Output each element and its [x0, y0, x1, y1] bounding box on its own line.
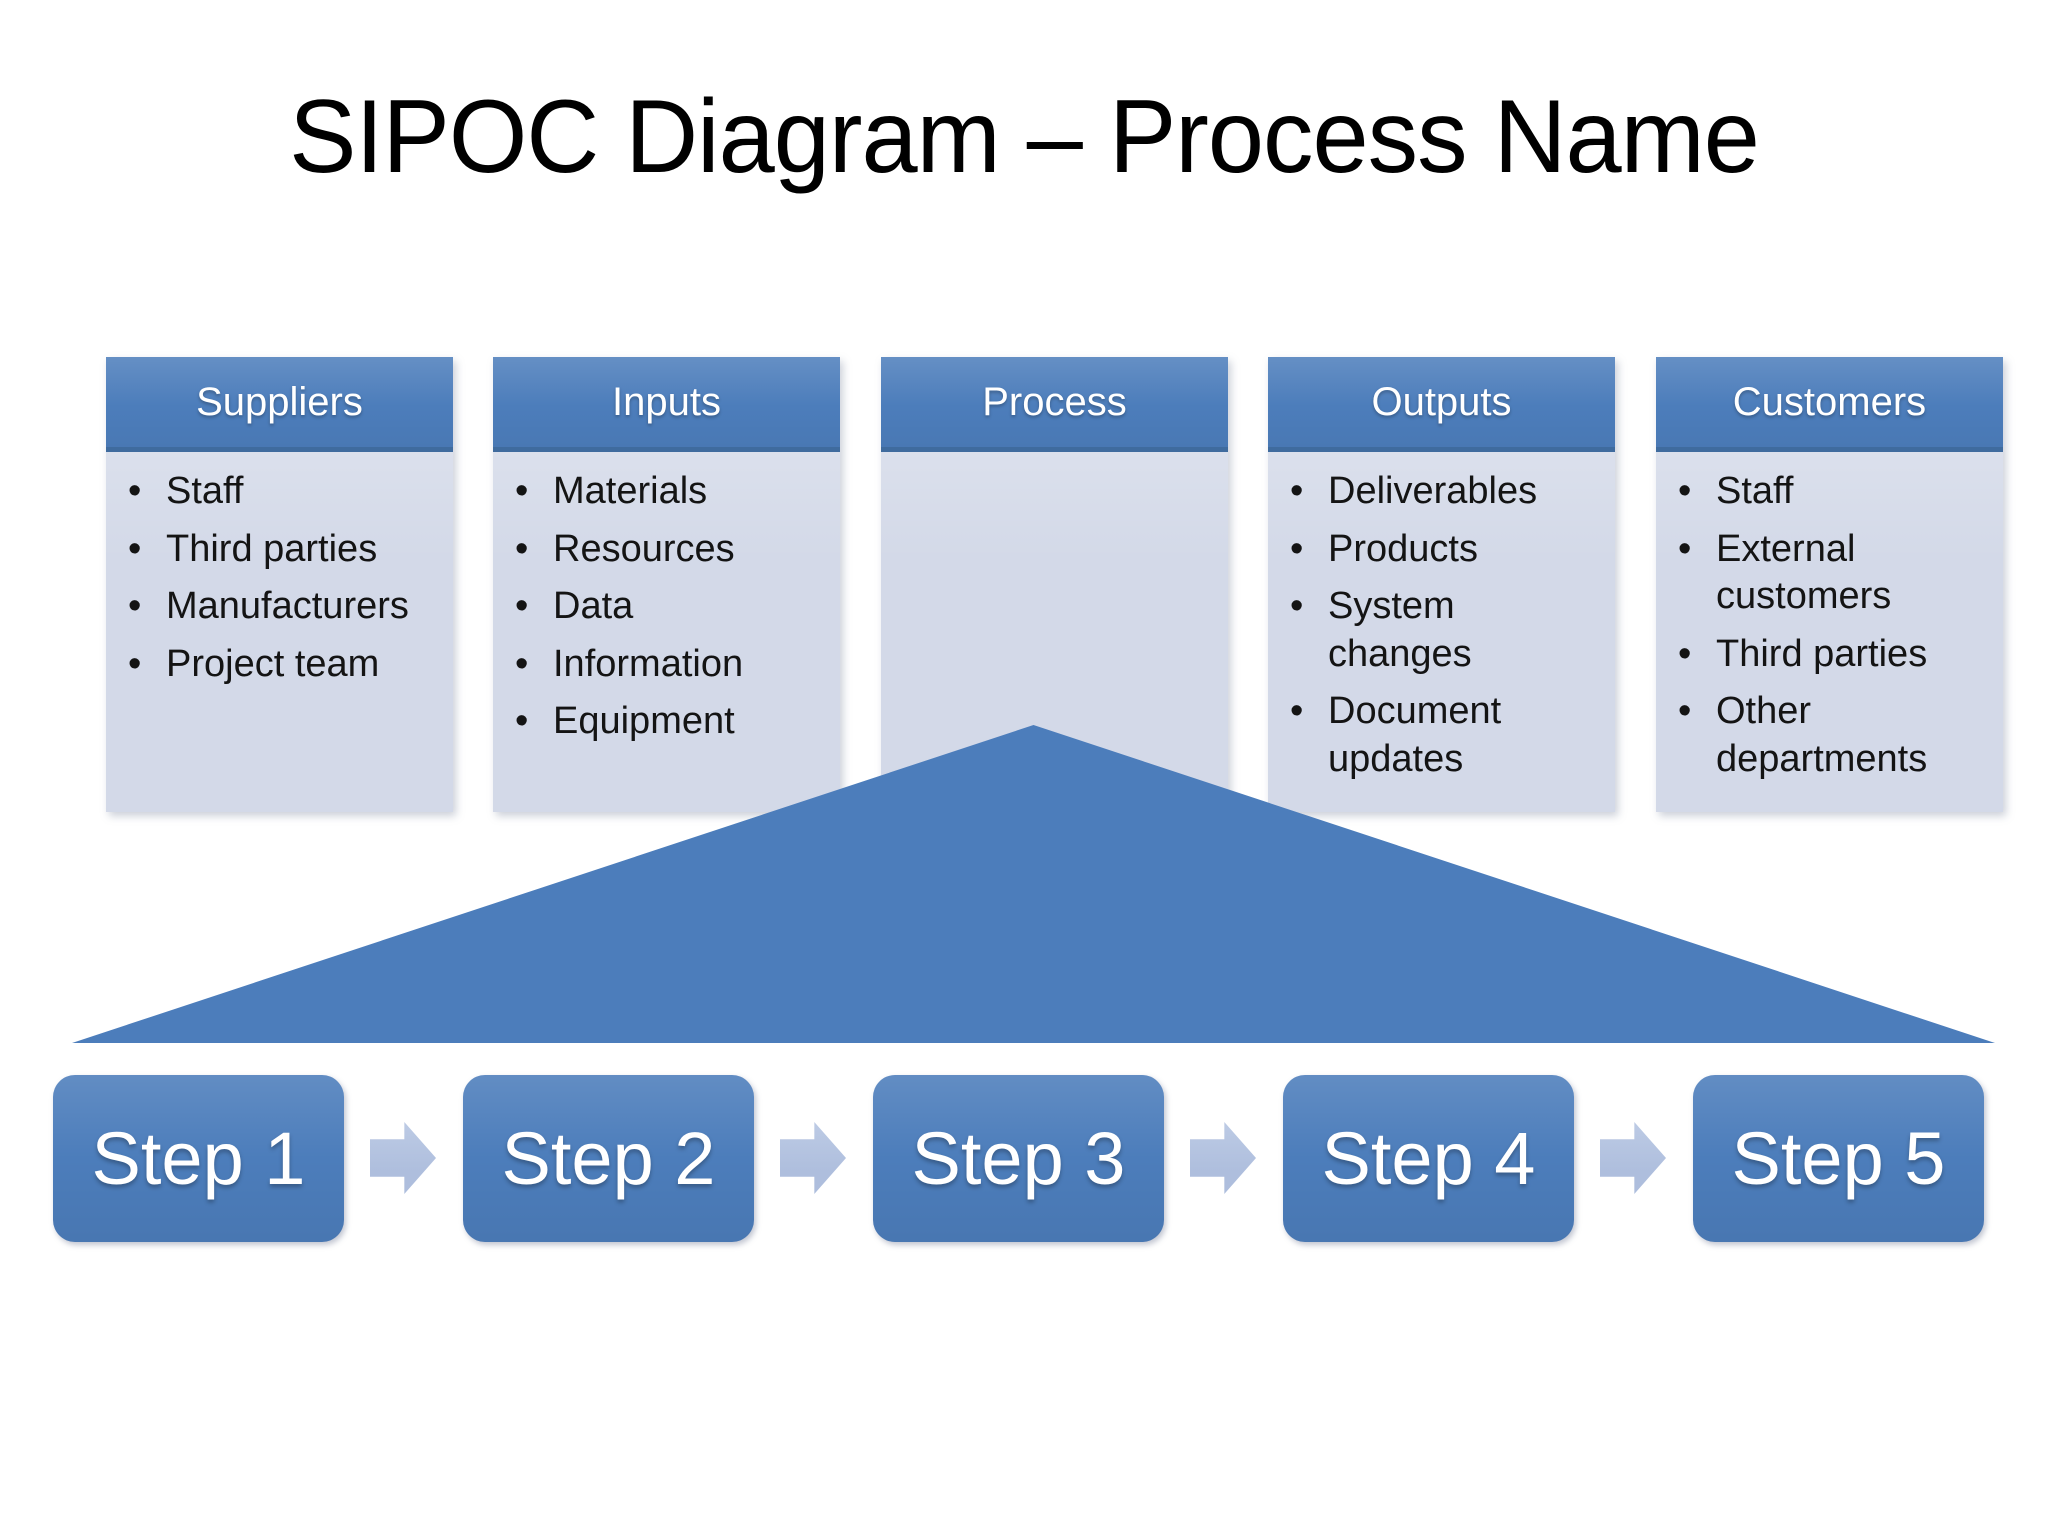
list-item: • External customers [1678, 526, 1987, 621]
list-item-text: Equipment [553, 700, 735, 742]
step-5-box: Step 5 [1693, 1075, 1984, 1242]
list-item-text: Information [553, 642, 744, 685]
arrow-right-icon [370, 1122, 436, 1194]
bullet-icon: • [515, 700, 529, 742]
list-item-text: Project team [166, 642, 380, 685]
list-item-text: External customers [1716, 527, 1892, 618]
list-item: • Resources [515, 526, 824, 574]
column-body: • Materials • Resources • Data • Information • Eq… [493, 452, 840, 812]
column-header: Suppliers [106, 357, 453, 452]
list-item: • Other departments [1678, 688, 1987, 783]
column-inputs: Inputs • Materials • Resources • Data • Informa… [493, 357, 840, 812]
bullet-icon: • [1290, 585, 1304, 627]
list-item-text: Document updates [1328, 690, 1502, 780]
bullet-icon: • [128, 642, 142, 685]
list-item-text: Materials [553, 470, 708, 512]
step-2-box: Step 2 [463, 1075, 754, 1242]
step-4-box: Step 4 [1283, 1075, 1574, 1242]
list-item-text: Third parties [1716, 632, 1928, 675]
column-header-label: Outputs [1371, 379, 1512, 424]
column-header: Customers [1656, 357, 2003, 452]
bullet-icon: • [128, 527, 142, 570]
column-item-list: • Materials • Resources • Data • Information • Eq… [515, 468, 824, 746]
arrow-right-icon [780, 1122, 846, 1194]
column-header: Inputs [493, 357, 840, 452]
list-item: • Staff [1678, 468, 1987, 516]
list-item-text: Staff [1716, 470, 1794, 512]
column-body: • Staff • Third parties • Manufacturers • Proje… [106, 452, 453, 812]
arrow-right-icon [1600, 1122, 1666, 1194]
step-1-box: Step 1 [53, 1075, 344, 1242]
bullet-icon: • [1290, 527, 1304, 570]
list-item-text: Other departments [1716, 690, 1928, 780]
bullet-icon: • [1678, 690, 1692, 732]
list-item-text: Products [1328, 527, 1478, 570]
column-header-label: Inputs [612, 379, 721, 424]
list-item-text: Third parties [166, 527, 378, 570]
list-item: • Manufacturers [128, 583, 437, 631]
list-item: • Staff [128, 468, 437, 516]
step-3-box: Step 3 [873, 1075, 1164, 1242]
bullet-icon: • [1290, 470, 1304, 512]
step-label: Step 5 [1731, 1117, 1946, 1200]
list-item: • Information [515, 641, 824, 689]
step-label: Step 2 [501, 1117, 716, 1200]
list-item: • Deliverables [1290, 468, 1599, 516]
list-item: • Equipment [515, 698, 824, 746]
bullet-icon: • [1678, 527, 1692, 570]
list-item: • Third parties [1678, 631, 1987, 679]
column-item-list: • Deliverables • Products • System changes • Do… [1290, 468, 1599, 783]
column-item-list: • Staff • Third parties • Manufacturers • Proje… [128, 468, 437, 688]
column-header: Process [881, 357, 1228, 452]
list-item: • Document updates [1290, 688, 1599, 783]
page-title: SIPOC Diagram – Process Name [289, 79, 1760, 195]
column-body: • Deliverables • Products • System changes • Do… [1268, 452, 1615, 812]
column-header: Outputs [1268, 357, 1615, 452]
step-label: Step 3 [911, 1117, 1126, 1200]
bullet-icon: • [1678, 470, 1692, 512]
list-item: • Project team [128, 641, 437, 689]
column-header-label: Customers [1732, 379, 1927, 424]
bullet-icon: • [1678, 632, 1692, 675]
column-outputs: Outputs • Deliverables • Products • System ch… [1268, 357, 1615, 812]
list-item-text: Resources [553, 527, 735, 570]
list-item-text: Staff [166, 470, 244, 512]
column-header-label: Suppliers [196, 379, 363, 424]
column-customers: Customers • Staff • External customers • Thir… [1656, 357, 2003, 812]
arrow-right-icon [1190, 1122, 1256, 1194]
list-item-text: Data [553, 585, 634, 627]
list-item: • Data [515, 583, 824, 631]
list-item-text: Deliverables [1328, 470, 1538, 512]
bullet-icon: • [515, 527, 529, 570]
step-label: Step 1 [91, 1117, 306, 1200]
bullet-icon: • [1290, 690, 1304, 732]
list-item-text: Manufacturers [166, 585, 409, 627]
list-item: • Materials [515, 468, 824, 516]
bullet-icon: • [515, 585, 529, 627]
list-item: • Products [1290, 526, 1599, 574]
bullet-icon: • [515, 642, 529, 685]
bullet-icon: • [128, 470, 142, 512]
step-label: Step 4 [1321, 1117, 1536, 1200]
column-body: •Staff•External customers•Third parties•… [1656, 452, 2003, 812]
list-item: • Third parties [128, 526, 437, 574]
column-suppliers: Suppliers • Staff • Third parties • Manufactu… [106, 357, 453, 812]
bullet-icon: • [128, 585, 142, 627]
list-item-text: System changes [1328, 585, 1472, 675]
column-header-label: Process [982, 379, 1127, 424]
list-item: • System changes [1290, 583, 1599, 678]
column-item-list: •Staff•External customers•Third parties•… [1678, 468, 1987, 783]
bullet-icon: • [515, 470, 529, 512]
